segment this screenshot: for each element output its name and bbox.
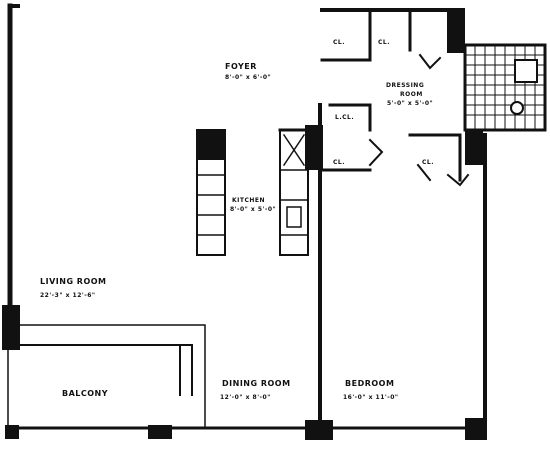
closet-label-4: CL. [333,159,346,166]
column-bal [148,425,172,439]
closet-label-5: CL. [422,159,435,166]
door-swing-3 [418,53,442,70]
door-swing-1 [368,138,384,167]
bedroom-name: BEDROOM [345,379,395,388]
kitchen-fridge [197,130,225,160]
bath-fixture [514,59,538,83]
closet-label-3: L.CL. [335,114,355,121]
kitchen-counter-right [279,129,309,256]
closet-walls-top [320,8,412,62]
living-dims: 22'-3" x 12'-6" [40,292,96,299]
bedroom-dims: 16'-0" x 11'-0" [343,394,399,401]
closet-label-1: CL. [333,39,346,46]
balcony-name: BALCONY [62,389,109,398]
column-foyer-top [447,8,465,53]
balcony-outline [7,324,206,429]
door-swing-2 [416,163,470,187]
closet-walls-mid [328,103,462,182]
column-living [2,305,20,350]
closet-label-2: CL. [378,39,391,46]
bathroom-tile [464,44,546,131]
sink [510,101,524,115]
foyer-name: FOYER [225,62,257,71]
dining-dims: 12'-0" x 8'-0" [220,394,271,401]
column-bed-sw [305,420,333,440]
foyer-dims: 8'-0" x 6'-0" [225,74,272,81]
balcony-rail [9,344,193,396]
dining-name: DINING ROOM [222,379,291,388]
kitchen-name: KITCHEN [232,197,266,204]
column-bed-se [465,418,487,440]
kitchen-dims: 8'-0" x 5'-0" [230,206,277,213]
range [282,133,306,167]
living-name: LIVING ROOM [40,277,107,286]
dressing-name: DRESSING [386,82,425,89]
column-east [465,130,483,165]
column-sw [5,425,19,439]
kitchen-sink [286,206,302,228]
dressing-sub: ROOM [400,91,423,98]
dressing-dims: 5'-0" x 5'-0" [387,100,434,107]
column-bedroom [305,125,323,170]
